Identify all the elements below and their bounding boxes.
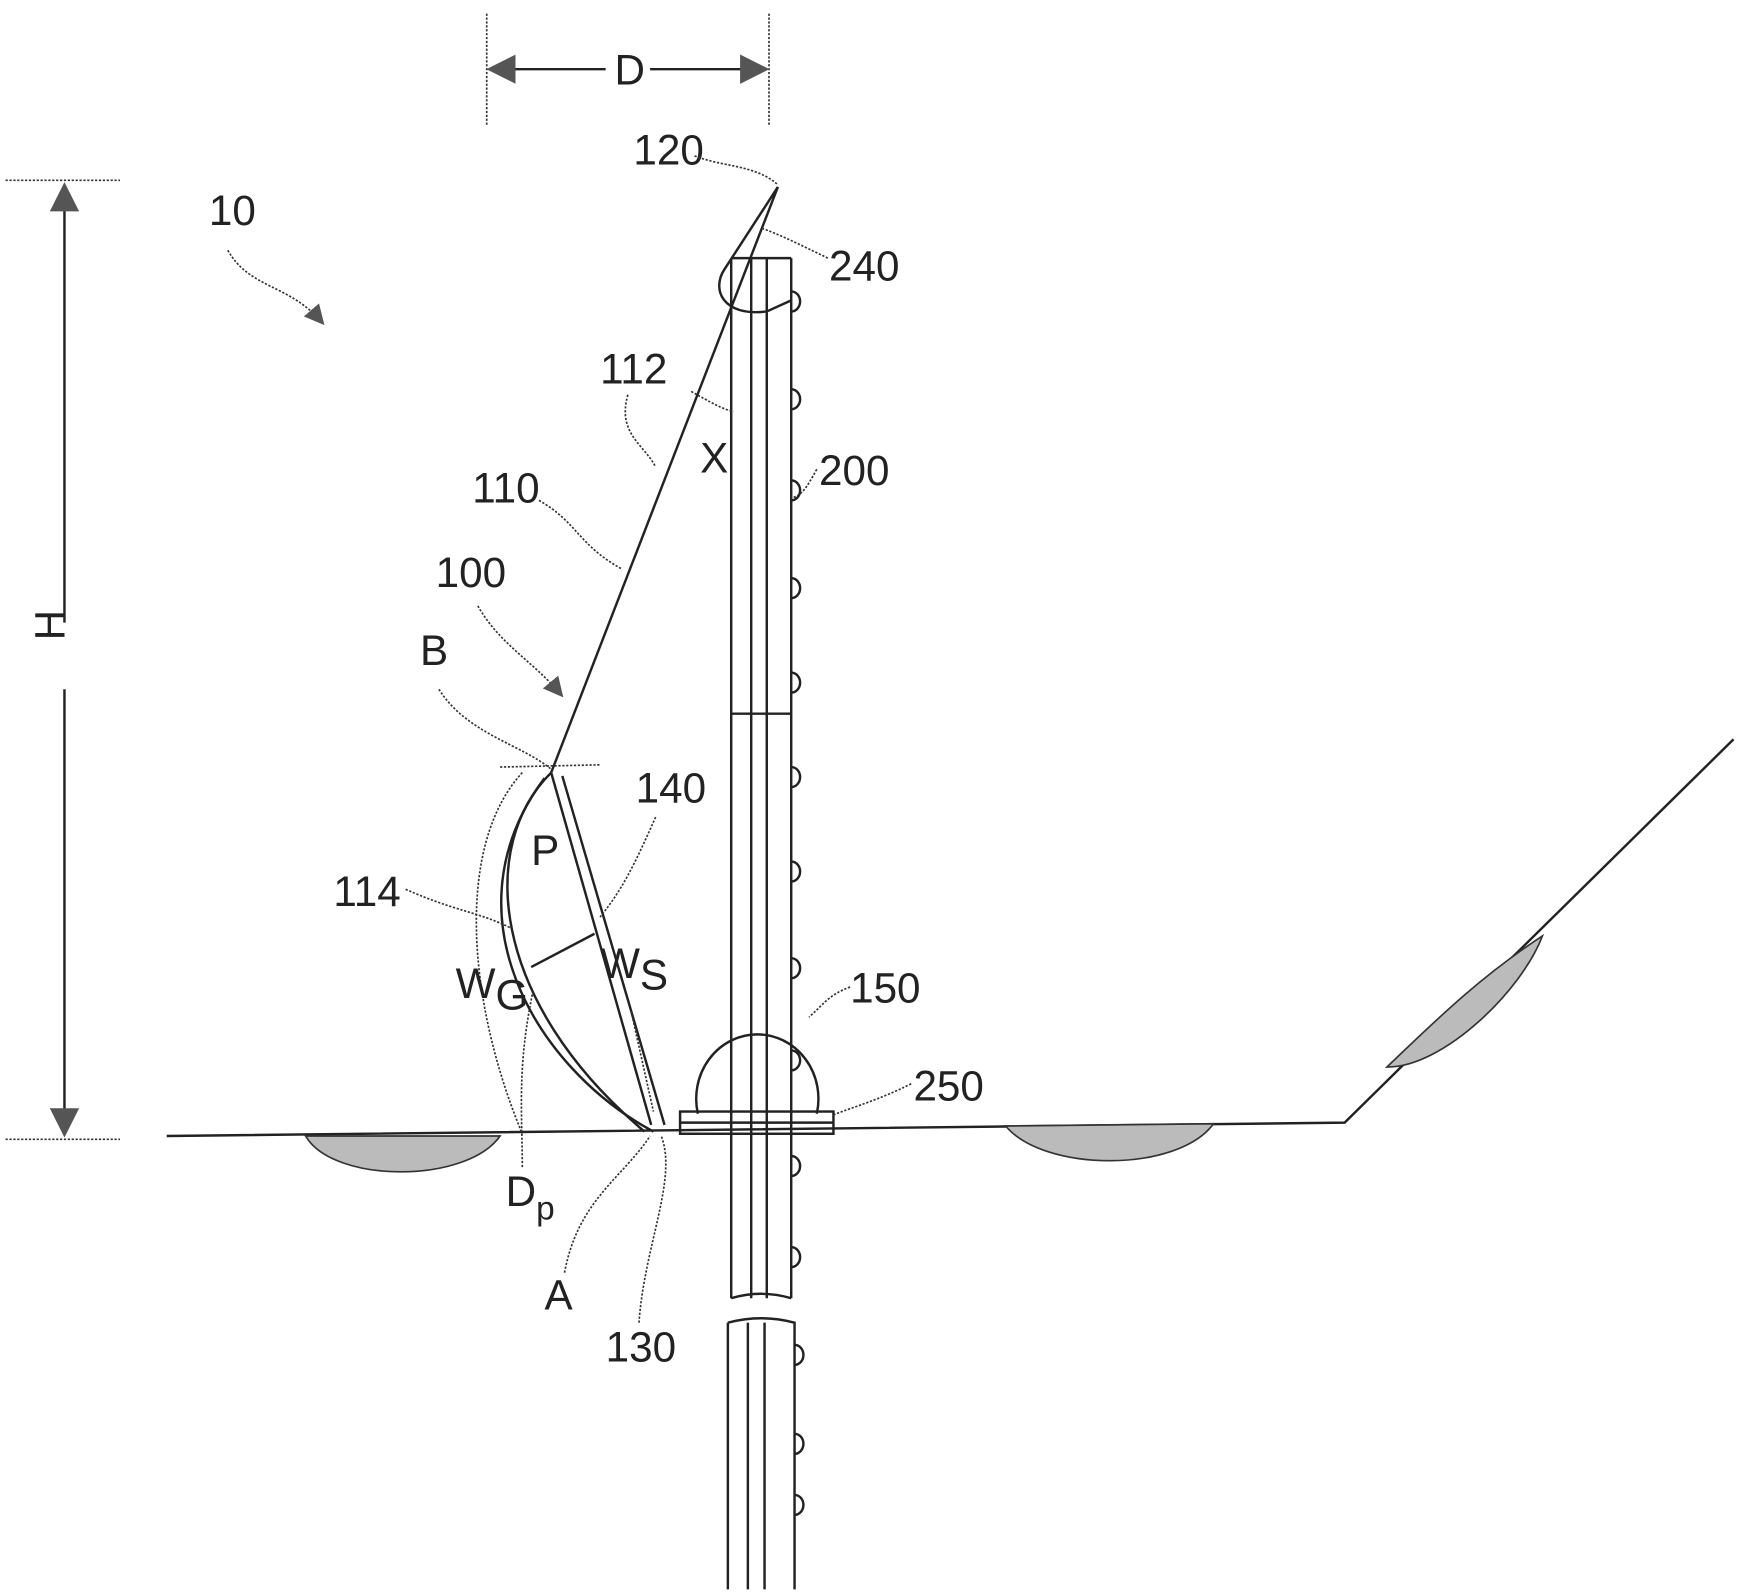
label-b: B — [420, 627, 448, 674]
leader-10 — [228, 250, 322, 322]
leader-130 — [639, 1136, 666, 1323]
label-x: X — [700, 435, 728, 482]
label-d: D — [615, 47, 646, 94]
label-ws: WS — [600, 940, 668, 998]
panel-face-112 — [551, 187, 778, 773]
label-130: 130 — [606, 1324, 676, 1371]
leader-100 — [478, 606, 561, 695]
label-h: H — [26, 610, 73, 640]
leader-240 — [761, 228, 828, 258]
leader-140 — [600, 817, 656, 917]
label-240: 240 — [829, 242, 899, 289]
label-120: 120 — [633, 127, 703, 174]
leader-114 — [406, 889, 512, 928]
leader-b — [439, 689, 551, 769]
label-110: 110 — [472, 465, 539, 512]
leader-150 — [809, 987, 850, 1017]
leader-120 — [695, 156, 778, 185]
label-150: 150 — [850, 965, 920, 1012]
label-100: 100 — [436, 549, 506, 596]
leader-110 — [539, 500, 622, 569]
label-114: 114 — [333, 868, 400, 915]
label-10: 10 — [209, 187, 256, 234]
leader-a — [565, 1136, 651, 1273]
label-wg: WG — [456, 960, 529, 1018]
label-a: A — [545, 1271, 574, 1318]
label-dp: Dp — [506, 1168, 555, 1227]
label-250: 250 — [913, 1062, 983, 1109]
tick-b — [500, 765, 600, 767]
soil-mound-slope — [1387, 936, 1543, 1067]
soil-mound-left — [306, 1136, 500, 1172]
label-p: P — [531, 827, 559, 874]
dimension-wg — [531, 934, 594, 967]
label-200: 200 — [819, 447, 889, 494]
post-200 — [728, 258, 804, 1589]
leader-200 — [791, 469, 817, 498]
leader-112 — [625, 395, 655, 467]
clamp-150 — [696, 1034, 818, 1113]
dimension-h — [6, 180, 120, 1139]
leader-250 — [833, 1084, 911, 1115]
label-112: 112 — [600, 346, 667, 393]
soil-mound-right — [1006, 1124, 1214, 1161]
label-140: 140 — [636, 765, 706, 812]
